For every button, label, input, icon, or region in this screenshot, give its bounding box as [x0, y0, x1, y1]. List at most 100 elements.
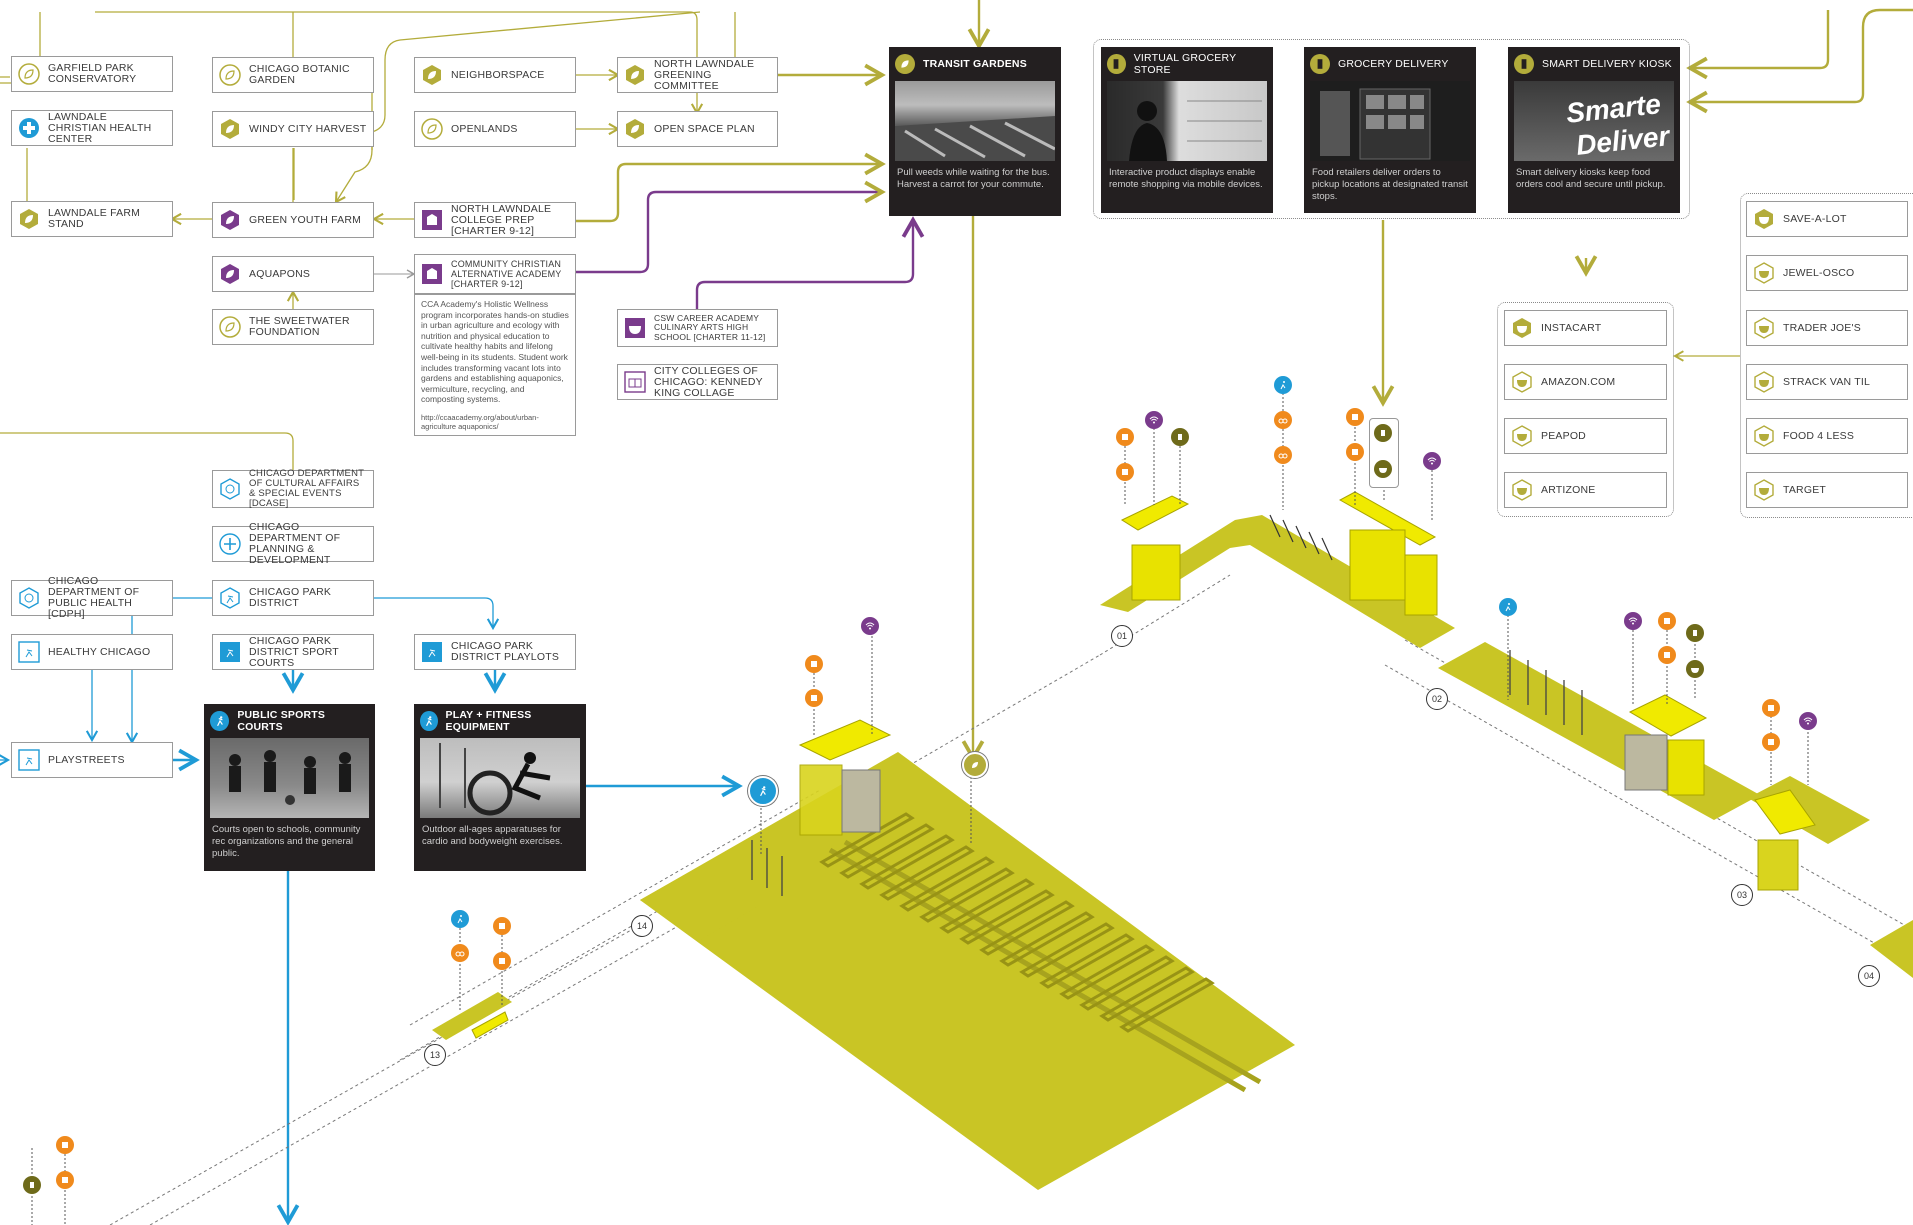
node-label: CHICAGO DEPARTMENT OF CULTURAL AFFAIRS &… [249, 468, 364, 509]
node-label: CHICAGO BOTANIC GARDEN [249, 63, 350, 86]
node-strack-van-til[interactable]: STRACK VAN TIL [1746, 364, 1908, 400]
card-smart-kiosk[interactable]: SMART DELIVERY KIOSK Smarte Deliver Smar… [1508, 47, 1680, 213]
leaf-icon [219, 316, 241, 338]
leaf-icon [421, 118, 443, 140]
card-title: TRANSIT GARDENS [923, 58, 1027, 70]
leaf-icon [219, 64, 241, 86]
card-caption: Smart delivery kiosks keep food orders c… [1516, 167, 1666, 190]
cca-description: CCA Academy's Holistic Wellness program … [421, 299, 569, 405]
stop-number-04: 04 [1858, 965, 1880, 987]
node-open-space-plan[interactable]: OPEN SPACE PLAN [617, 111, 778, 147]
node-green-youth-farm[interactable]: GREEN YOUTH FARM [212, 202, 374, 238]
node-csw-career[interactable]: CSW CAREER ACADEMY CULINARY ARTS HIGH SC… [617, 309, 778, 347]
bowl-icon [1511, 479, 1533, 501]
corner-sidewalk [1100, 515, 1455, 648]
block-04 [1870, 920, 1913, 978]
cca-link[interactable]: http://ccaacademy.org/about/urban-agricu… [421, 412, 539, 431]
cca-description-note: CCA Academy's Holistic Wellness program … [414, 294, 576, 436]
bike-icon [1274, 446, 1292, 464]
node-label: COMMUNITY CHRISTIAN ALTERNATIVE ACADEMY … [451, 259, 562, 289]
node-city-colleges[interactable]: CITY COLLEGES OF CHICAGO: KENNEDY KING C… [617, 364, 778, 400]
school-icon [624, 371, 646, 393]
leaf-icon [624, 118, 646, 140]
node-windy-city-harvest[interactable]: WINDY CITY HARVEST [212, 111, 374, 147]
wifi-icon [861, 617, 879, 635]
node-target[interactable]: TARGET [1746, 472, 1908, 508]
node-label: AQUAPONS [249, 267, 311, 280]
node-playlots[interactable]: CHICAGO PARK DISTRICT PLAYLOTS [414, 634, 576, 670]
card-sports-courts[interactable]: PUBLIC SPORTS COURTS Courts open to scho… [204, 704, 375, 871]
node-planning[interactable]: CHICAGO DEPARTMENT OF PLANNING & DEVELOP… [212, 522, 374, 566]
node-label: CHICAGO PARK DISTRICT SPORT COURTS [249, 634, 339, 669]
node-playstreets[interactable]: PLAYSTREETS [11, 742, 173, 778]
node-label: CHICAGO DEPARTMENT OF PUBLIC HEALTH [CDP… [48, 575, 140, 620]
node-label: GARFIELD PARK CONSERVATORY [48, 62, 137, 85]
node-label: NORTH LAWNDALE COLLEGE PREP [CHARTER 9-1… [451, 202, 552, 237]
card-fitness[interactable]: PLAY + FITNESS EQUIPMENT Outdoor all-age… [414, 704, 586, 871]
node-community-christian[interactable]: COMMUNITY CHRISTIAN ALTERNATIVE ACADEMY … [414, 254, 576, 294]
node-neighborspace[interactable]: NEIGHBORSPACE [414, 57, 576, 93]
node-cdph[interactable]: CHICAGO DEPARTMENT OF PUBLIC HEALTH [CDP… [11, 576, 173, 620]
bus-icon [1762, 699, 1780, 717]
card-virtual-grocery[interactable]: VIRTUAL GROCERY STORE Interactive produc… [1101, 47, 1273, 213]
node-park-district[interactable]: CHICAGO PARK DISTRICT [212, 580, 374, 616]
node-openlands[interactable]: OPENLANDS [414, 111, 576, 147]
grocery-delivery-photo [1310, 81, 1470, 161]
bus-icon [805, 689, 823, 707]
node-save-a-lot[interactable]: SAVE-A-LOT [1746, 201, 1908, 237]
node-aquapons[interactable]: AQUAPONS [212, 256, 374, 292]
runner-icon [748, 776, 778, 806]
bike-rack [1269, 514, 1333, 561]
online-grocers-frame [1497, 302, 1674, 517]
transit-gardens-photo [895, 81, 1055, 161]
card-caption: Pull weeds while waiting for the bus. Ha… [897, 167, 1050, 190]
runner-icon [451, 910, 469, 928]
node-peapod[interactable]: PEAPOD [1504, 418, 1667, 454]
sports-courts-photo [210, 738, 369, 818]
node-amazon[interactable]: AMAZON.COM [1504, 364, 1667, 400]
leaf-icon [421, 64, 443, 86]
node-food-4-less[interactable]: FOOD 4 LESS [1746, 418, 1908, 454]
node-sweetwater[interactable]: THE SWEETWATER FOUNDATION [212, 309, 374, 345]
node-label: JEWEL-OSCO [1783, 266, 1855, 279]
card-grocery-delivery[interactable]: GROCERY DELIVERY Food retailers deliver … [1304, 47, 1476, 213]
node-dcase[interactable]: CHICAGO DEPARTMENT OF CULTURAL AFFAIRS &… [212, 468, 374, 509]
node-label: PLAYSTREETS [48, 753, 125, 766]
bus-icon [805, 655, 823, 673]
leaf-icon [895, 54, 915, 74]
node-nl-college-prep[interactable]: NORTH LAWNDALE COLLEGE PREP [CHARTER 9-1… [414, 202, 576, 238]
island-13 [432, 992, 512, 1040]
node-lawndale-christian[interactable]: LAWNDALE CHRISTIAN HEALTH CENTER [11, 110, 173, 146]
node-label: STRACK VAN TIL [1783, 375, 1871, 388]
node-instacart[interactable]: INSTACART [1504, 310, 1667, 346]
node-artizone[interactable]: ARTIZONE [1504, 472, 1667, 508]
grocery-icon [1310, 54, 1330, 74]
node-label: HEALTHY CHICAGO [48, 645, 151, 658]
node-botanic-garden[interactable]: CHICAGO BOTANIC GARDEN [212, 57, 374, 93]
node-nl-greening[interactable]: NORTH LAWNDALE GREENING COMMITTEE [617, 57, 778, 93]
grocery-icon [1107, 54, 1126, 74]
node-healthy-chicago[interactable]: HEALTHY CHICAGO [11, 634, 173, 670]
card-title: PLAY + FITNESS EQUIPMENT [445, 709, 532, 733]
node-jewel-osco[interactable]: JEWEL-OSCO [1746, 255, 1908, 291]
node-trader-joes[interactable]: TRADER JOE'S [1746, 310, 1908, 346]
bowl-icon [1374, 460, 1392, 478]
node-label: NORTH LAWNDALE GREENING COMMITTEE [654, 57, 755, 92]
node-garfield-park[interactable]: GARFIELD PARK CONSERVATORY [11, 56, 173, 92]
node-label: SAVE-A-LOT [1783, 212, 1847, 225]
shelter-02 [1624, 694, 1708, 796]
node-lawndale-farm-stand[interactable]: LAWNDALE FARM STAND [11, 201, 173, 237]
bowl-icon [1511, 425, 1533, 447]
plaza-slab [640, 752, 1295, 1190]
bus-icon [493, 917, 511, 935]
node-label: INSTACART [1541, 321, 1602, 334]
grocery-icon [1374, 424, 1392, 442]
node-label: CSW CAREER ACADEMY CULINARY ARTS HIGH SC… [654, 312, 766, 342]
bike-icon [1274, 411, 1292, 429]
card-transit-gardens[interactable]: TRANSIT GARDENS Pull weeds while waiting… [889, 47, 1061, 216]
node-sport-courts[interactable]: CHICAGO PARK DISTRICT SPORT COURTS [212, 634, 374, 670]
stop-number-02: 02 [1426, 688, 1448, 710]
node-label: AMAZON.COM [1541, 375, 1616, 388]
leaf-icon [18, 63, 40, 85]
grocery-icon [1514, 54, 1534, 74]
